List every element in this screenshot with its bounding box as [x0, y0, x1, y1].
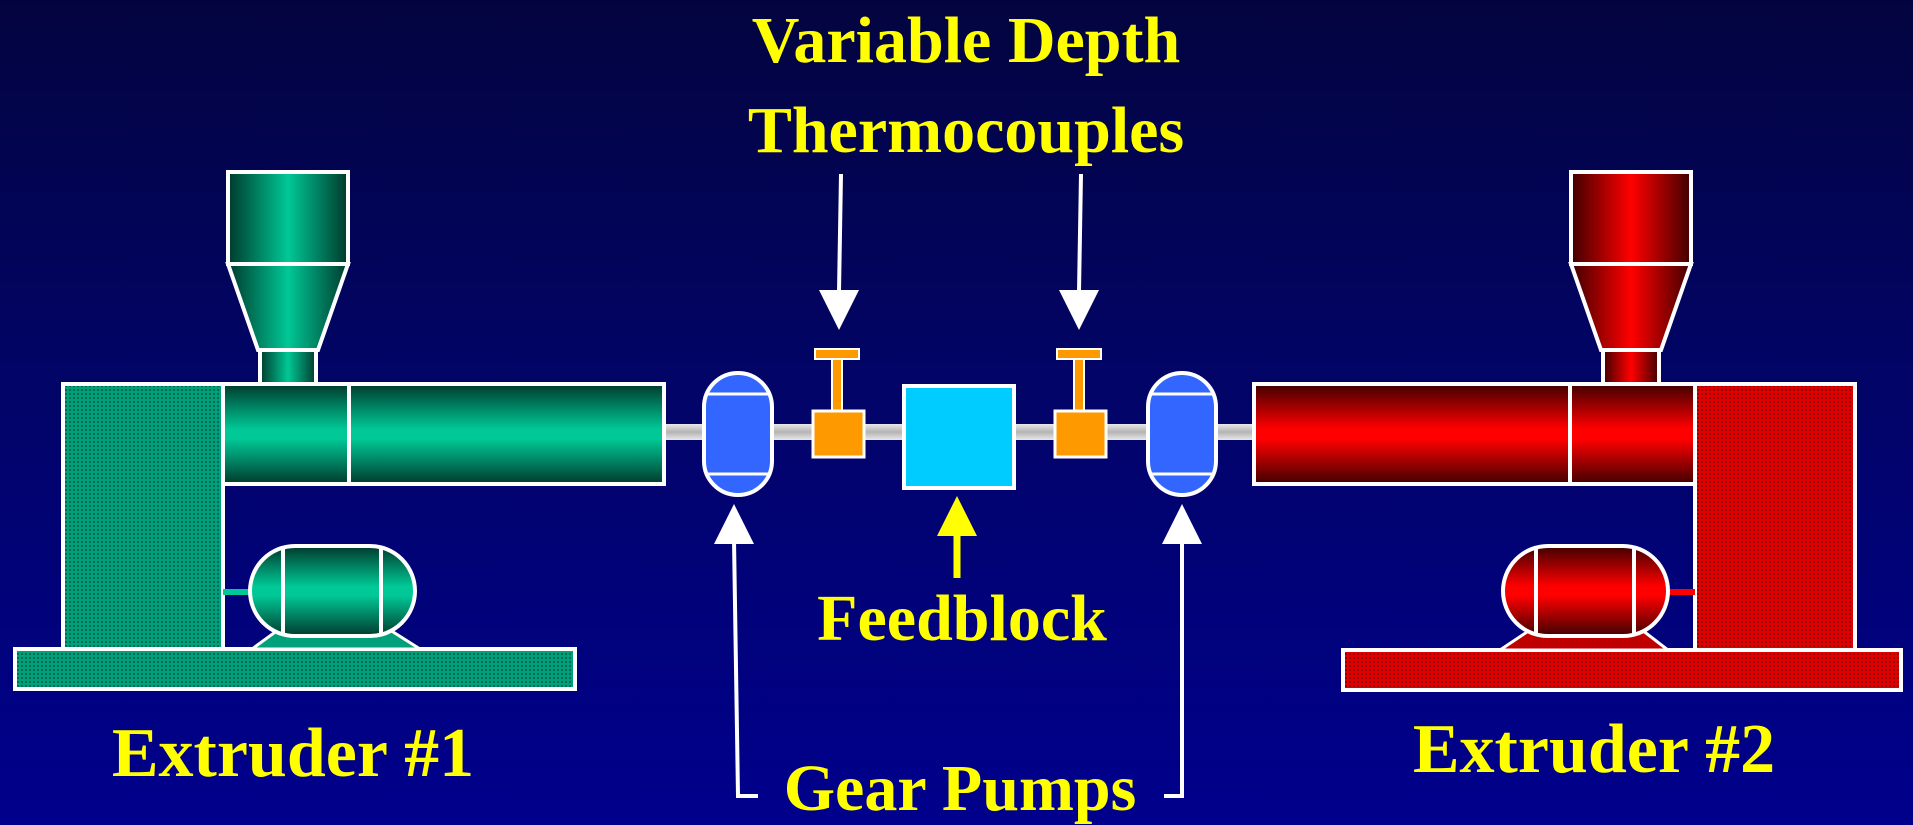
label-feedblock: Feedblock: [817, 582, 1107, 655]
extruder-2-motor: [1495, 544, 1695, 652]
extruder-2-hopper: [1568, 170, 1694, 386]
arrow-to-thermocouple-1: [819, 173, 859, 330]
extruder-1-stand: [61, 382, 225, 651]
arrow-to-gear-pump-2: [1162, 504, 1202, 798]
label-extruder-1: Extruder #1: [112, 715, 474, 792]
extruder-2: [1252, 170, 1903, 692]
extruder-1-hopper: [225, 170, 351, 386]
gear-pump-1: [702, 371, 774, 497]
extruder-1-motor: [223, 544, 426, 651]
feedblock: [902, 384, 1016, 490]
extruder-2-stand: [1693, 382, 1857, 652]
label-extruder-2: Extruder #2: [1413, 711, 1775, 788]
arrow-to-thermocouple-2: [1059, 173, 1099, 330]
arrow-to-gear-pump-1: [714, 504, 758, 798]
thermocouple-1: [811, 348, 866, 459]
arrow-to-feedblock: [937, 496, 977, 578]
extruder-1: [13, 170, 666, 691]
extruder-1-base: [13, 647, 577, 691]
gear-pump-2: [1146, 371, 1218, 497]
label-thermocouples-line2: Thermocouples: [748, 94, 1184, 167]
melt-pipe: [664, 424, 1256, 440]
thermocouple-2: [1053, 348, 1108, 459]
extruder-2-barrel: [1252, 382, 1697, 486]
extruder-2-base: [1341, 648, 1903, 692]
label-gear-pumps: Gear Pumps: [784, 752, 1137, 825]
label-thermocouples-line1: Variable Depth: [752, 4, 1180, 77]
extruder-1-barrel: [221, 382, 666, 486]
